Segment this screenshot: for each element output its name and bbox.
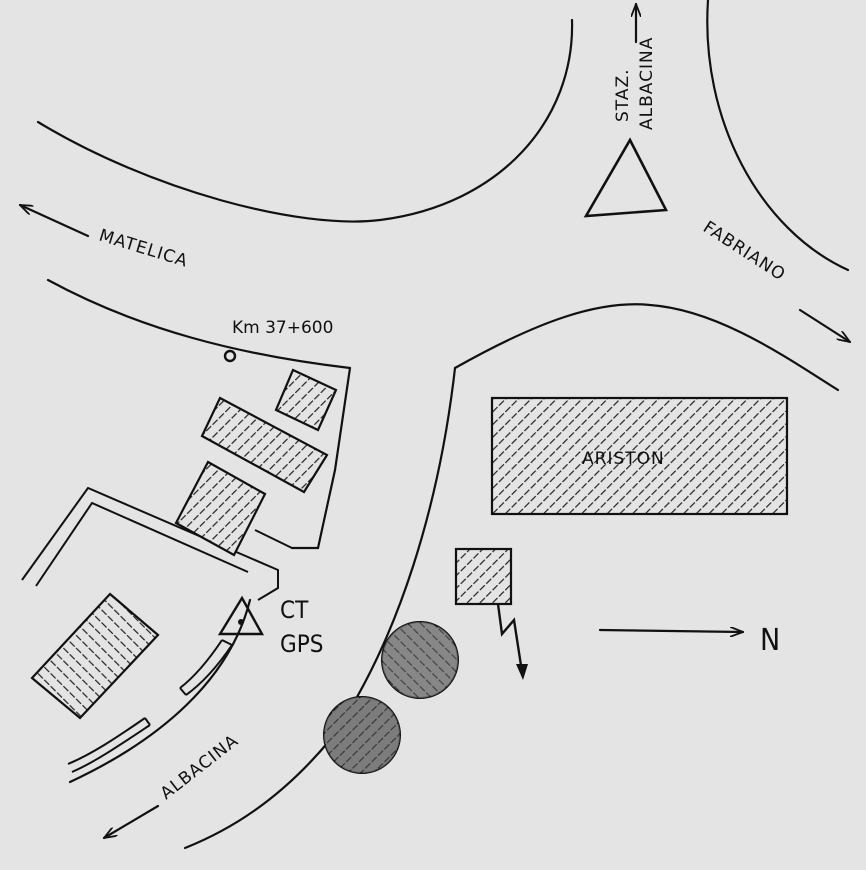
label-fabriano: FABRIANO [699,217,789,285]
road-edge-north [36,18,574,223]
label-station-code: CT [280,596,309,624]
km-marker-icon [223,349,237,363]
arrow-north [598,630,745,632]
reference-triangle-icon [583,137,669,218]
arrow-albacina [104,804,160,838]
station-triangle-icon [217,595,265,636]
label-staz-albacina: ALBACINA [637,37,657,130]
label-km-marker: Km 37+600 [232,318,333,338]
label-staz: STAZ. [613,68,633,122]
building-small-north [274,368,338,432]
label-albacina: ALBACINA [157,731,243,804]
compound-wall-end-a [221,639,233,646]
building-southwest [30,592,160,720]
label-matelica: MATELICA [97,226,191,272]
road-edge-matelica-south [46,278,352,370]
compound-wall-end-c [179,687,187,696]
road-edge-ariston-north [453,303,840,392]
compound-wall-connector [254,529,293,549]
label-ariston: ARISTON [582,449,665,469]
label-north: N [760,623,780,658]
station-center-dot [238,619,244,625]
compound-wall-bottom-inner [67,717,146,765]
road-edge-west-compound [290,366,352,550]
tree-upper [381,621,459,699]
compound-wall-south-inner [179,639,223,689]
lightning-arrowhead [516,664,528,680]
building-ariston [490,396,789,516]
label-station-type: GPS [280,630,323,658]
road-edge-northeast [706,0,850,272]
building-substation [454,547,513,606]
building-long [200,396,329,494]
arrow-matelica [20,203,90,238]
compound-wall-end-b [144,717,151,726]
compound-wall-inner [35,501,249,587]
road-edge-albacina-west [68,598,252,784]
arrow-fabriano [798,308,850,342]
compound-wall-south-outer [185,644,233,696]
compound-wall-bottom-outer [71,724,151,773]
compound-wall-outer [21,486,279,601]
tree-lower [323,696,401,774]
lightning-symbol [496,603,524,673]
building-mid [174,460,267,557]
